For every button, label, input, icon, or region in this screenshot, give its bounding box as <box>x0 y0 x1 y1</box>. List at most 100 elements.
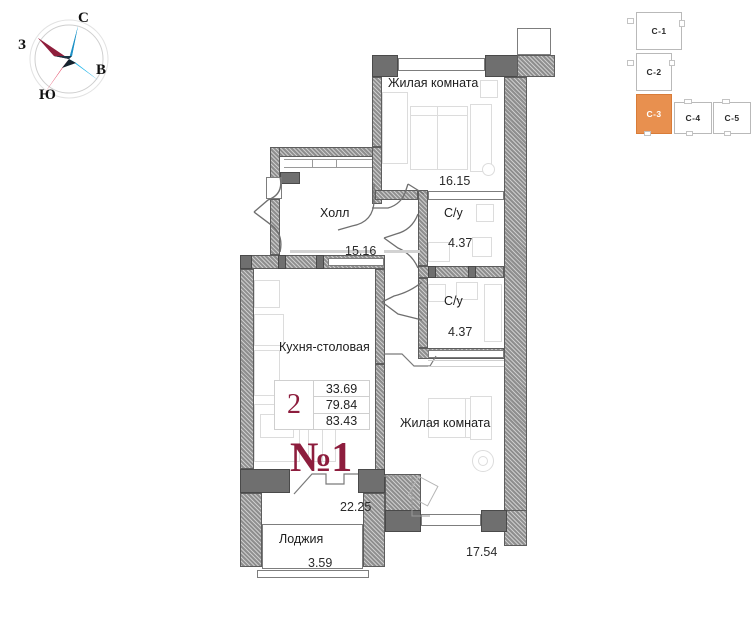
bath2-washer <box>428 284 446 302</box>
hall-floor-line <box>384 250 420 253</box>
wall-bath1-top <box>375 190 418 200</box>
wall-loggia-left-pier <box>240 469 290 493</box>
livingroom2-entry-door-swing <box>384 353 437 367</box>
wall-kitchen-top-pier <box>316 255 324 269</box>
wall-bath2-left <box>418 278 428 348</box>
dining-table-line <box>322 410 323 462</box>
hall-bedroom-door-swing <box>372 183 425 209</box>
closet-bedroom-top <box>382 92 408 164</box>
window-strip-bath1 <box>428 191 504 200</box>
wall-bath1-pier <box>468 266 476 278</box>
wall-bath1-pier <box>428 266 436 278</box>
wall-top-right-pier <box>485 55 519 77</box>
apartment-summary-box: 2 33.69 79.84 83.43 <box>274 380 370 430</box>
exterior-balcony-outline <box>517 28 551 55</box>
entry-door-swing <box>253 176 282 253</box>
wall-loggia-left <box>240 493 262 567</box>
loggia-rail <box>257 570 369 578</box>
minimap-section-c4[interactable]: С-4 <box>674 102 712 134</box>
bedroom1-door-swing <box>337 184 375 231</box>
room-area-loggia: 3.59 <box>308 556 333 570</box>
room-label-bath-1: С/у <box>444 206 463 220</box>
minimap-tick <box>684 99 692 104</box>
window-livingroom2-bottom <box>421 514 481 526</box>
compass-label-north: С <box>78 10 89 26</box>
room-label-hall: Холл <box>320 206 350 220</box>
hall-top-detail-line <box>336 159 337 168</box>
compass-label-west: З <box>18 37 26 53</box>
room-count: 2 <box>275 381 314 429</box>
wall-center-partition-upper <box>375 269 385 364</box>
sofa-livingroom2-seat <box>428 398 466 438</box>
apartment-number: №1 <box>290 435 352 481</box>
hall-top-detail-line <box>312 159 313 168</box>
compass-rose: С З В Ю <box>6 4 136 114</box>
room-area-bath-1: 4.37 <box>448 236 473 250</box>
area-total: 79.84 <box>314 397 369 414</box>
wall-exterior-right <box>504 77 527 512</box>
bath2-bathtub <box>484 284 502 342</box>
bath2-sink <box>456 282 478 300</box>
hall-top-detail-line <box>284 159 372 160</box>
minimap-section-c5[interactable]: С-5 <box>713 102 751 134</box>
window-bedroom-top <box>398 58 485 71</box>
minimap-tick <box>724 131 731 136</box>
livingroom2-top-strip <box>428 366 504 367</box>
bath1-toilet <box>428 242 450 262</box>
minimap-section-c3[interactable]: С-3 <box>636 94 672 134</box>
room-label-bath-2: С/у <box>444 294 463 308</box>
wall-bedroom-left-lower <box>372 147 382 204</box>
livingroom2-door-swing <box>384 475 439 517</box>
wall-loggia-right <box>363 493 385 567</box>
building-section-minimap[interactable]: С-1 С-2 С-3 С-4 С-5 <box>624 10 751 142</box>
bath1-sink <box>476 204 494 222</box>
wall-exterior-left <box>240 269 254 469</box>
room-area-kitchen: 22.25 <box>340 500 372 514</box>
compass-label-east: В <box>96 62 107 78</box>
room-label-bedroom-1: Жилая комната <box>388 76 479 90</box>
room-label-bedroom-2: Жилая комната <box>400 416 491 430</box>
room-area-bedroom-2: 17.54 <box>466 545 498 559</box>
hall-top-detail-line <box>284 167 372 168</box>
minimap-tick <box>644 131 651 136</box>
bath2-door-swing <box>381 281 423 321</box>
wall-bath1-left <box>418 190 428 266</box>
minimap-tick <box>627 18 634 24</box>
room-area-hall: 15.16 <box>345 244 377 258</box>
bed-top-left-half <box>410 106 438 170</box>
area-living: 33.69 <box>314 381 369 398</box>
lamp-top <box>482 163 495 176</box>
minimap-tick <box>686 131 693 136</box>
round-table-inner <box>478 456 488 466</box>
minimap-section-c2[interactable]: С-2 <box>636 53 672 91</box>
shelf-livingroom2 <box>470 396 492 440</box>
bath1-door-swing <box>383 213 419 269</box>
wall-bath1-bottom <box>418 266 504 278</box>
kitchen-cabinet <box>254 280 280 308</box>
bath1-fixture <box>472 237 492 257</box>
wall-center-partition-lower <box>375 364 385 474</box>
room-label-kitchen: Кухня-столовая <box>279 340 370 354</box>
window-strip-bath2 <box>428 350 504 358</box>
compass-icon <box>29 19 109 99</box>
area-with-loggia: 83.43 <box>325 414 358 429</box>
compass-label-south: Ю <box>39 87 56 103</box>
minimap-section-c1[interactable]: С-1 <box>636 12 682 50</box>
wall-top-corner <box>517 55 555 77</box>
wall-loggia-right-pier <box>358 469 385 493</box>
minimap-tick <box>722 99 730 104</box>
wall-top-left-pier <box>372 55 398 77</box>
minimap-tick <box>669 60 675 66</box>
wall-exterior-right-lower <box>504 510 527 546</box>
minimap-tick <box>627 60 634 66</box>
wall-bedroom-left-upper <box>372 77 382 147</box>
apartment-floor-plan[interactable]: Жилая комната 16.15 Холл 15.16 С/у 4.37 … <box>232 22 572 622</box>
wall-livingroom2-bottom-left <box>385 474 421 514</box>
livingroom2-top-strip <box>428 360 504 361</box>
window-kitchen-top <box>328 258 384 266</box>
minimap-tick <box>679 20 685 27</box>
room-area-bedroom-1: 16.15 <box>439 174 471 188</box>
loggia-door-swing <box>293 473 358 495</box>
nightstand-top <box>480 80 498 98</box>
